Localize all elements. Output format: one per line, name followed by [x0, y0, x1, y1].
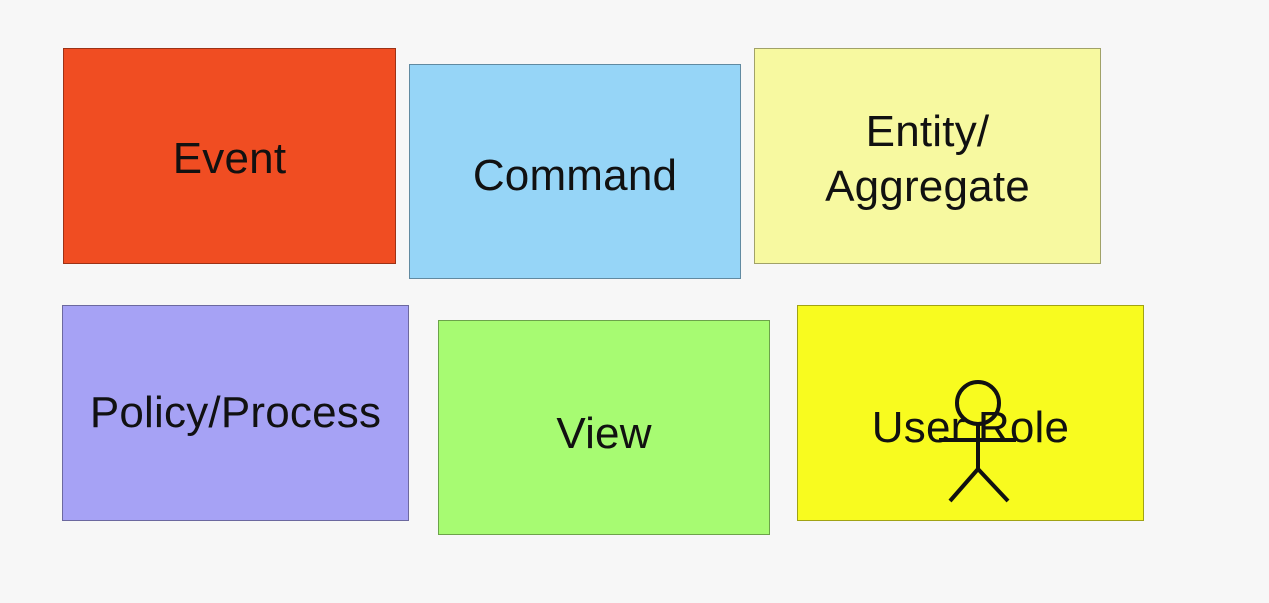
view-label: View	[556, 409, 652, 458]
command-label: Command	[472, 151, 678, 200]
policy-process-sticky-note: Policy/Process	[62, 305, 409, 521]
stick-figure-icon	[939, 380, 1016, 503]
entity-label-line-1: Entity/	[865, 107, 990, 156]
view-sticky-note: View	[438, 320, 770, 535]
command-sticky-note: Command	[409, 64, 741, 279]
policy-process-label: Policy/Process	[89, 387, 382, 437]
event-sticky-note: Event	[63, 48, 396, 264]
event-label: Event	[172, 133, 287, 183]
entity-aggregate-label: Entity/ Aggregate	[825, 104, 1030, 214]
user-role-label: User Role	[871, 402, 1070, 452]
entity-label-line-2: Aggregate	[825, 162, 1030, 211]
entity-aggregate-sticky-note: Entity/ Aggregate	[754, 48, 1101, 264]
user-role-sticky-note: User Role	[797, 305, 1144, 521]
